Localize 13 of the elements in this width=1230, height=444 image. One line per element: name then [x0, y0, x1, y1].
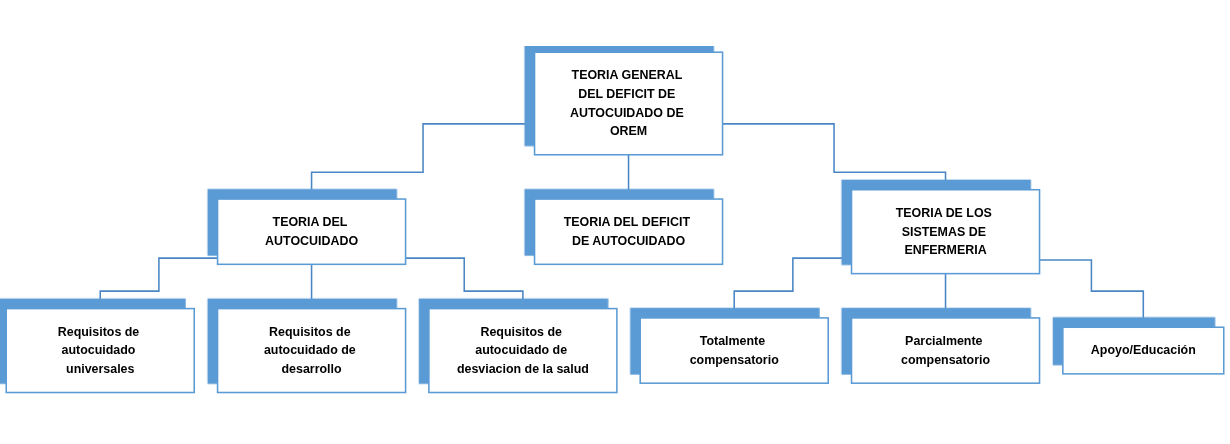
node-box: Parcialmente compensatorio [850, 316, 1041, 384]
node-box: TEORIA DE LOS SISTEMAS DE ENFERMERIA [850, 188, 1041, 275]
connector [310, 263, 313, 309]
node-box: Requisitos de autocuidado de desarrollo [216, 307, 407, 393]
node-box: Requisitos de autocuidado de desviacion de la salud [428, 307, 618, 393]
node-box: Apoyo/Educación [1062, 326, 1225, 375]
node-box: TEORIA DEL AUTOCUIDADO [216, 197, 407, 265]
node-box: TEORIA DEL DEFICIT DE AUTOCUIDADO [533, 197, 724, 265]
connector [944, 272, 947, 319]
connector [627, 153, 630, 200]
node-box: Requisitos de autocuidado universales [5, 307, 196, 393]
node-box: Totalmente compensatorio [639, 316, 829, 384]
node-box: TEORIA GENERAL DEL DEFICIT DE AUTOCUIDADO DE OREM [533, 51, 724, 156]
